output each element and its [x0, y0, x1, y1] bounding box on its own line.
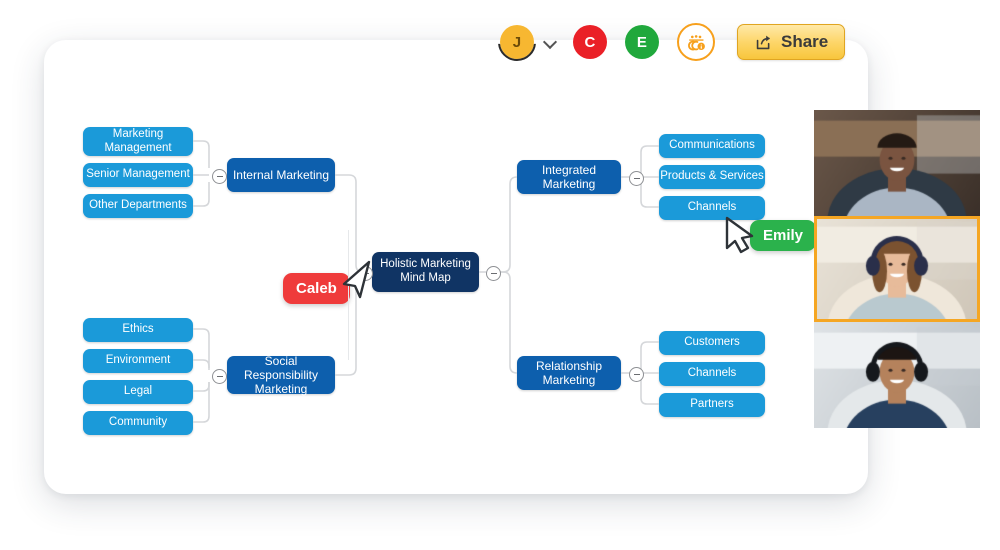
node-label: Other Departments: [89, 199, 187, 212]
toolbar: J C E: [500, 20, 846, 64]
node-label: Environment: [105, 354, 171, 367]
share-arrow-icon: [754, 33, 773, 52]
alignment-guide: [348, 230, 349, 360]
node-label-line2: Marketing: [254, 382, 308, 397]
node-partners[interactable]: Partners: [659, 393, 765, 417]
node-label: Legal: [123, 385, 153, 398]
video-participants-panel: [814, 110, 980, 428]
node-label: Customers: [684, 336, 740, 349]
node-environment[interactable]: Environment: [83, 349, 193, 373]
video-feed-2: [814, 216, 980, 322]
node-label: Integrated Marketing: [541, 162, 597, 191]
avatar-e[interactable]: E: [625, 25, 659, 59]
avatar-c[interactable]: C: [573, 25, 607, 59]
node-channels-relationship[interactable]: Channels: [659, 362, 765, 386]
video-feed-3: [814, 322, 980, 428]
cursor-arrow-icon: [342, 260, 371, 299]
video-feed-1: [814, 110, 980, 216]
node-integrated-marketing[interactable]: Integrated Marketing: [517, 160, 621, 194]
node-channels-integrated[interactable]: Channels: [659, 196, 765, 220]
node-label: Internal Marketing: [232, 167, 330, 182]
avatar-e-initial: E: [636, 33, 648, 51]
node-label: Channels: [687, 201, 737, 214]
node-label: Products & Services: [660, 170, 764, 183]
node-other-departments[interactable]: Other Departments: [83, 194, 193, 218]
node-marketing-management[interactable]: Marketing Management: [83, 127, 193, 156]
node-community[interactable]: Community: [83, 411, 193, 435]
node-label: Ethics: [122, 323, 154, 336]
node-label: Partners: [690, 398, 734, 411]
collapse-toggle-relationship-marketing[interactable]: [629, 367, 644, 382]
share-button[interactable]: Share: [737, 24, 846, 60]
node-communications[interactable]: Communications: [659, 134, 765, 158]
node-label: Relationship Marketing: [535, 358, 603, 387]
collapse-toggle-integrated-marketing[interactable]: [629, 171, 644, 186]
node-label: Senior Management: [86, 168, 190, 181]
node-label: Communications: [669, 139, 755, 152]
node-root-holistic-marketing[interactable]: Holistic Marketing Mind Map: [372, 252, 479, 292]
cursor-arrow-icon: [725, 216, 754, 254]
node-social-responsibility-marketing[interactable]: Social Responsibility Marketing: [227, 353, 335, 397]
participants-group-icon[interactable]: [677, 23, 715, 61]
node-senior-management[interactable]: Senior Management: [83, 163, 193, 187]
node-label: Marketing Management: [104, 127, 172, 154]
video-tile-2-active-speaker[interactable]: [814, 216, 980, 322]
node-products-services[interactable]: Products & Services: [659, 165, 765, 189]
node-label-line2: Mind Map: [400, 272, 451, 284]
cursor-name: Caleb: [296, 280, 337, 297]
node-relationship-marketing[interactable]: Relationship Marketing: [517, 356, 621, 390]
cursor-label-caleb: Caleb: [283, 273, 350, 304]
node-label: Community: [108, 416, 168, 429]
avatar-j-initial: J: [512, 33, 522, 51]
video-tile-1[interactable]: [814, 110, 980, 216]
cursor-name: Emily: [763, 227, 804, 244]
node-customers[interactable]: Customers: [659, 331, 765, 355]
node-internal-marketing[interactable]: Internal Marketing: [227, 158, 335, 192]
avatar-j[interactable]: J: [500, 25, 534, 59]
collapse-toggle-social-responsibility-marketing[interactable]: [212, 369, 227, 384]
node-legal[interactable]: Legal: [83, 380, 193, 404]
share-button-label: Share: [781, 32, 829, 51]
node-label-line1: Holistic Marketing: [380, 258, 471, 271]
node-label-line1: Social Responsibility: [243, 353, 319, 382]
avatar-c-initial: C: [584, 33, 596, 51]
node-label: Channels: [687, 367, 737, 380]
collapse-toggle-internal-marketing[interactable]: [212, 169, 227, 184]
node-ethics[interactable]: Ethics: [83, 318, 193, 342]
collapse-toggle-root-right[interactable]: [486, 266, 501, 281]
video-tile-3[interactable]: [814, 322, 980, 428]
cursor-label-emily: Emily: [750, 220, 817, 251]
